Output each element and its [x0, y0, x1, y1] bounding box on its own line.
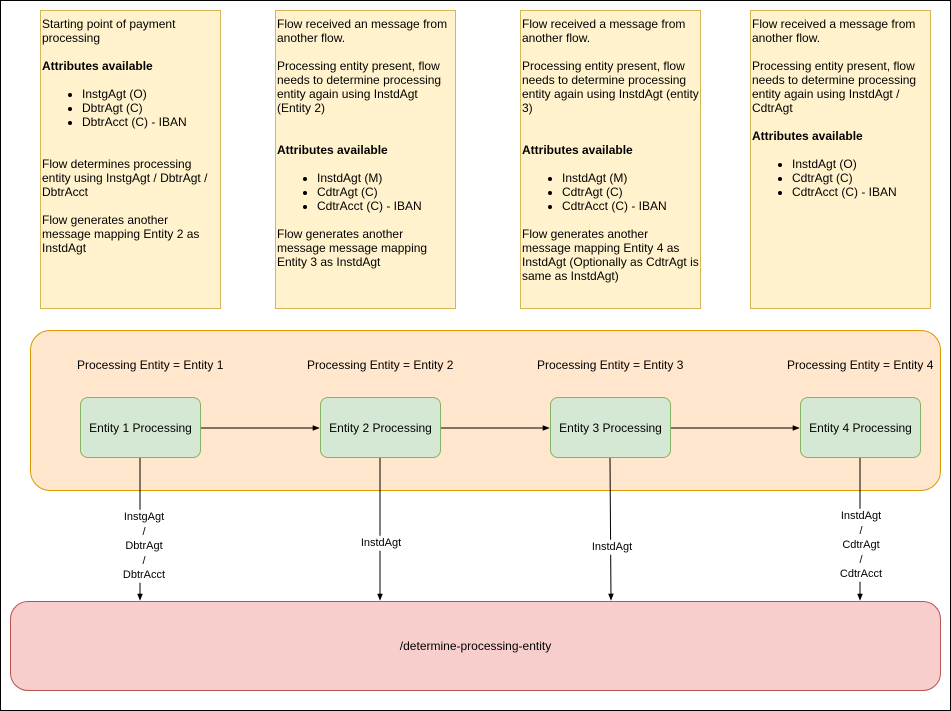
edge-label-line: /: [859, 524, 863, 537]
edge-label-entity-3: InstdAgt: [591, 539, 633, 555]
attributes-list: InstdAgt (M)CdtrAgt (C)CdtrAcct (C) - IB…: [277, 171, 454, 213]
arrow-entity3-to-endpoint: [608, 457, 614, 601]
edge-label-entity-4: InstdAgt/CdtrAgt/CdtrAcct: [839, 508, 883, 582]
attribute-item: InstdAgt (O): [792, 157, 929, 171]
attributes-list: InstdAgt (O)CdtrAgt (C)CdtrAcct (C) - IB…: [752, 157, 929, 199]
attribute-item: CdtrAcct (C) - IBAN: [792, 185, 929, 199]
attributes-list: InstdAgt (M)CdtrAgt (C)CdtrAcct (C) - IB…: [522, 171, 699, 213]
processing-entity-label-3: Processing Entity = Entity 3: [537, 358, 684, 372]
endpoint-label: /determine-processing-entity: [399, 639, 552, 653]
attribute-item: CdtrAcct (C) - IBAN: [317, 199, 454, 213]
edge-label-line: DbtrAgt: [125, 539, 163, 552]
note-text: Flow received an message from another fl…: [277, 17, 448, 45]
edge-label-entity-2: InstdAgt: [360, 535, 402, 551]
entity-1-processing[interactable]: Entity 1 Processing: [80, 397, 201, 458]
edge-label-line: CdtrAgt: [842, 538, 880, 551]
attribute-item: CdtrAgt (C): [317, 185, 454, 199]
note-text: Processing entity present, flow needs to…: [277, 59, 442, 115]
edge-label-entity-1: InstgAgt/DbtrAgt/DbtrAcct: [122, 509, 166, 583]
attribute-item: DbtrAcct (C) - IBAN: [82, 115, 219, 129]
note-text: Flow generates another message mapping E…: [42, 213, 200, 255]
note-text: Starting point of payment processing: [42, 17, 176, 45]
attributes-heading: Attributes available: [42, 59, 153, 73]
determine-processing-entity-endpoint[interactable]: /determine-processing-entity: [10, 601, 941, 691]
attribute-item: CdtrAgt (C): [792, 171, 929, 185]
edge-label-line: DbtrAcct: [122, 568, 166, 581]
note-entity-3: Flow received a message from another flo…: [520, 10, 701, 309]
attribute-item: InstgAgt (O): [82, 87, 219, 101]
note-text: Flow received a message from another flo…: [752, 17, 916, 45]
note-text: Flow generates another message message m…: [277, 227, 428, 269]
processing-entity-label-4: Processing Entity = Entity 4: [787, 358, 934, 372]
edge-label-line: /: [142, 525, 146, 538]
attribute-item: CdtrAcct (C) - IBAN: [562, 199, 699, 213]
attributes-heading: Attributes available: [277, 143, 388, 157]
entity-2-processing[interactable]: Entity 2 Processing: [320, 397, 441, 458]
edge-label-line: /: [859, 553, 863, 566]
entity-3-processing[interactable]: Entity 3 Processing: [550, 397, 671, 458]
edge-label-line: InstdAgt: [360, 536, 402, 549]
processing-entity-label-1: Processing Entity = Entity 1: [77, 358, 224, 372]
attribute-item: InstdAgt (M): [562, 171, 699, 185]
note-text: Flow determines processing entity using …: [42, 157, 208, 199]
edge-label-line: /: [142, 554, 146, 567]
attribute-item: InstdAgt (M): [317, 171, 454, 185]
processing-entity-label-2: Processing Entity = Entity 2: [307, 358, 454, 372]
attributes-heading: Attributes available: [752, 129, 863, 143]
note-text: Flow received a message from another flo…: [522, 17, 686, 45]
entity-4-processing[interactable]: Entity 4 Processing: [800, 397, 921, 458]
note-entity-4: Flow received a message from another flo…: [750, 10, 931, 309]
edge-label-line: CdtrAcct: [839, 567, 883, 580]
note-text: Processing entity present, flow needs to…: [752, 59, 917, 115]
note-entity-2: Flow received an message from another fl…: [275, 10, 456, 309]
note-text: Processing entity present, flow needs to…: [522, 59, 699, 115]
attribute-item: CdtrAgt (C): [562, 185, 699, 199]
edge-label-line: InstgAgt: [123, 510, 165, 523]
edge-label-line: InstdAgt: [591, 540, 633, 553]
note-text: Flow generates another message mapping E…: [522, 227, 699, 283]
attributes-heading: Attributes available: [522, 143, 633, 157]
edge-label-line: InstdAgt: [840, 509, 882, 522]
attribute-item: DbtrAgt (C): [82, 101, 219, 115]
attributes-list: InstgAgt (O)DbtrAgt (C)DbtrAcct (C) - IB…: [42, 87, 219, 129]
